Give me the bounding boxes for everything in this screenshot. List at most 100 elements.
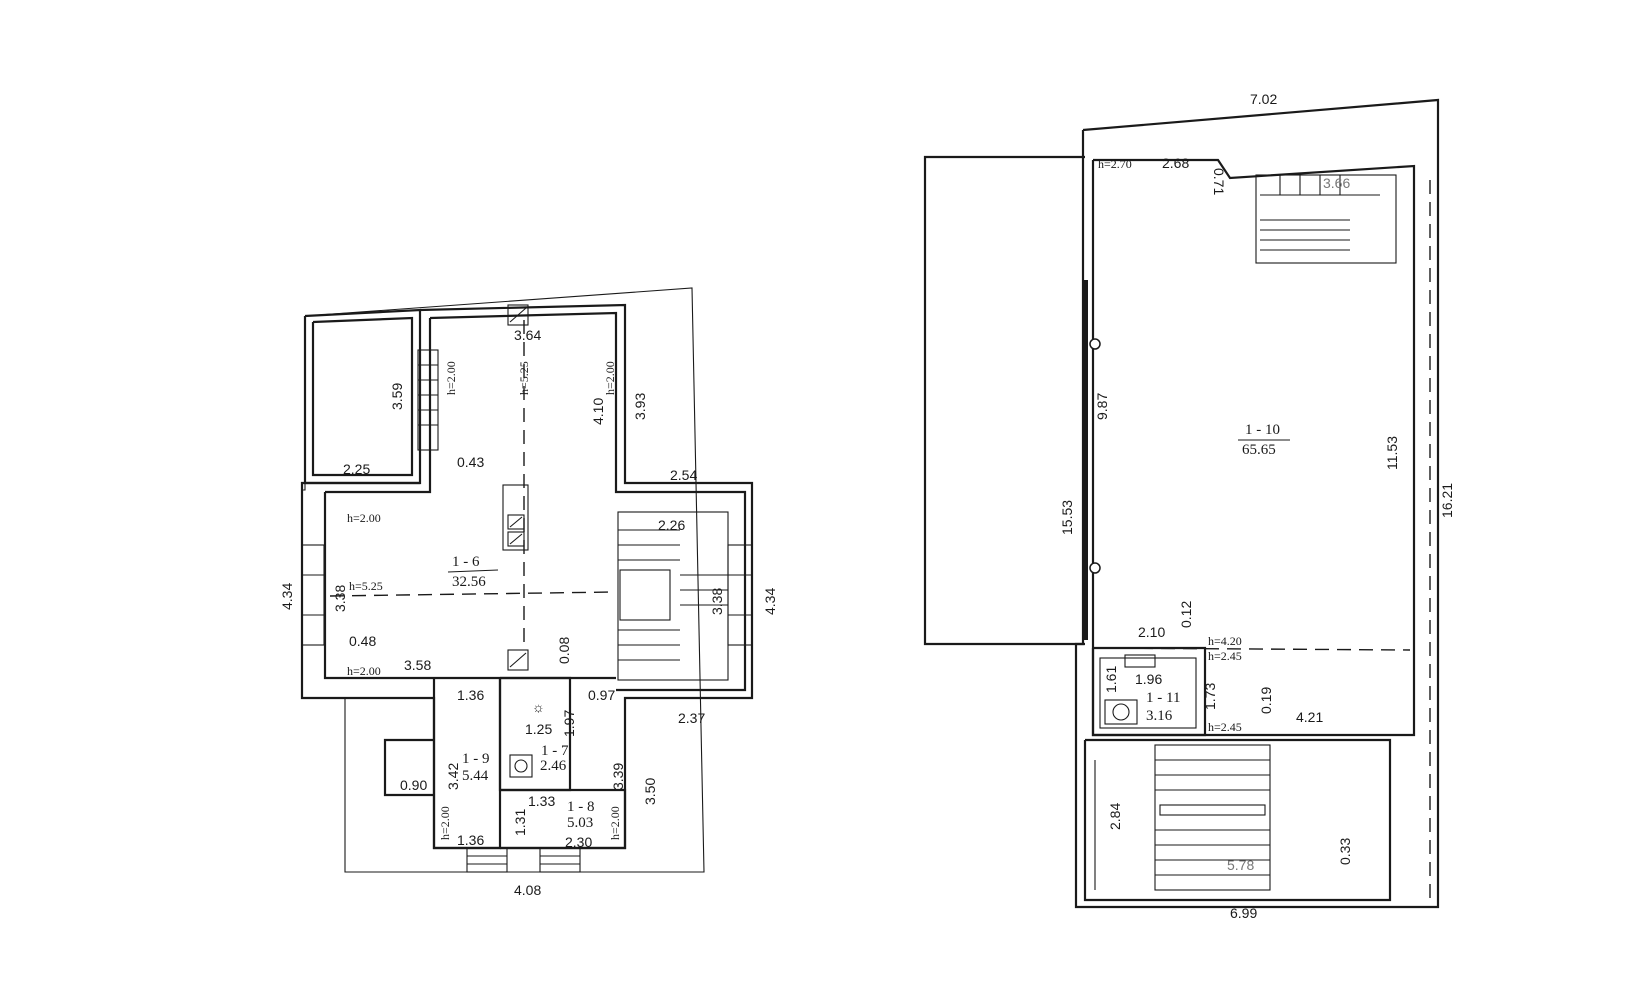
dim-2.54: 2.54 (670, 467, 697, 483)
dim-2.68: 2.68 (1162, 155, 1189, 171)
dim-1.97: 1.97 (561, 710, 577, 737)
dim-3.50: 3.50 (642, 778, 658, 805)
right-plan-column (1089, 338, 1101, 350)
dim-2.25: 2.25 (343, 461, 370, 477)
height-label: h=5.25 (517, 361, 531, 395)
dim-1.33: 1.33 (528, 793, 555, 809)
dim-0.90: 0.90 (400, 777, 427, 793)
dim-2.26: 2.26 (658, 517, 685, 533)
dim-1.73: 1.73 (1202, 683, 1218, 710)
dim-2.37: 2.37 (678, 710, 705, 726)
right-floor-plan: 1 - 10 65.65 1 - 11 3.16 7.02 2.68 0.71 … (923, 91, 1455, 921)
dim-1.36-top: 1.36 (457, 687, 484, 703)
right-plan-south-stair (1094, 744, 1271, 891)
room-1-10-id: 1 - 10 (1245, 422, 1280, 438)
dim-2.84: 2.84 (1107, 803, 1123, 830)
right-plan-west-annex (923, 155, 1085, 646)
dim-1.36-bottom: 1.36 (457, 832, 484, 848)
dim-3.42: 3.42 (445, 763, 461, 790)
dim-0.71: 0.71 (1211, 168, 1227, 195)
room-1-11-area: 3.16 (1146, 708, 1173, 724)
light-fixture-icon: ☼ (532, 699, 545, 715)
dim-4.08: 4.08 (514, 882, 541, 898)
room-1-6-area: 32.56 (452, 574, 486, 590)
dim-3.66: 3.66 (1323, 175, 1350, 191)
height-label: h=5.25 (349, 579, 383, 593)
right-plan-outer-wall (1074, 98, 1440, 909)
dim-4.34-right: 4.34 (762, 588, 778, 615)
dim-16.21: 16.21 (1439, 483, 1455, 518)
left-plan-stair-well (619, 569, 671, 621)
dim-2.10: 2.10 (1138, 624, 1165, 640)
dim-4.21: 4.21 (1296, 709, 1323, 725)
left-plan-toilet (509, 754, 533, 778)
dim-1.96: 1.96 (1135, 671, 1162, 687)
height-label: h=2.00 (438, 806, 452, 840)
height-label: h=2.45 (1208, 649, 1242, 663)
dim-3.58: 3.58 (404, 657, 431, 673)
dim-6.99: 6.99 (1230, 905, 1257, 921)
right-plan-stair-room-wall (1083, 738, 1392, 902)
dim-3.38-right: 3.38 (709, 588, 725, 615)
dim-4.34-left: 4.34 (279, 583, 295, 610)
height-label: h=2.00 (347, 511, 381, 525)
dim-0.12: 0.12 (1178, 601, 1194, 628)
room-1-8-id: 1 - 8 (567, 799, 595, 815)
room-1-8-area: 5.03 (567, 815, 593, 831)
height-label: h=2.00 (347, 664, 381, 678)
dim-1.31: 1.31 (512, 809, 528, 836)
height-label: h=2.00 (444, 361, 458, 395)
dim-2.30: 2.30 (565, 834, 592, 850)
room-1-6-divider (447, 569, 499, 573)
height-label: h=2.70 (1098, 157, 1132, 171)
left-plan-window-west (301, 544, 325, 646)
room-1-7-id: 1 - 7 (541, 743, 569, 759)
dim-0.08: 0.08 (556, 637, 572, 664)
height-label: h=4.20 (1208, 634, 1242, 648)
room-1-9-id: 1 - 9 (462, 751, 490, 767)
room-1-6-id: 1 - 6 (452, 554, 480, 570)
dim-3.38-left: 3.38 (332, 585, 348, 612)
height-label: h=2.00 (608, 806, 622, 840)
dim-3.64: 3.64 (514, 327, 541, 343)
right-plan-room-1-11-inner (1099, 657, 1197, 729)
right-plan-column (1089, 562, 1101, 574)
dim-0.43: 0.43 (457, 454, 484, 470)
left-plan-toilet-bowl (514, 759, 528, 773)
left-plan-main-wall (300, 303, 754, 850)
dim-7.02: 7.02 (1250, 91, 1277, 107)
dim-0.19: 0.19 (1258, 687, 1274, 714)
left-plan-stair-treads (618, 529, 728, 661)
dim-15.53: 15.53 (1059, 500, 1075, 535)
left-plan-main-inner-left (325, 318, 432, 494)
dim-1.61: 1.61 (1103, 666, 1119, 693)
dim-1.25: 1.25 (525, 721, 552, 737)
room-1-9-area: 5.44 (462, 768, 489, 784)
room-1-10-area: 65.65 (1242, 442, 1276, 458)
height-label: h=2.45 (1208, 720, 1242, 734)
right-plan-room-1-11-wall (1091, 646, 1207, 737)
left-plan-main-inner-top (429, 311, 747, 692)
dim-3.93: 3.93 (632, 393, 648, 420)
left-plan-axis-horizontal (329, 591, 616, 597)
dim-0.33: 0.33 (1337, 838, 1353, 865)
dim-3.39: 3.39 (610, 763, 626, 790)
left-plan-entrance-steps (466, 847, 581, 873)
dim-0.97: 0.97 (588, 687, 615, 703)
left-plan-window-east (727, 544, 753, 646)
dim-4.10: 4.10 (590, 398, 606, 425)
left-plan-north-stair (417, 349, 439, 451)
dim-5.78: 5.78 (1227, 857, 1254, 873)
right-plan-north-stair (1255, 174, 1397, 264)
right-plan-sink (1124, 654, 1156, 668)
right-plan-toilet (1104, 699, 1138, 725)
room-1-7-area: 2.46 (540, 758, 567, 774)
left-plan-nw-room-inner (311, 316, 414, 477)
dim-0.48: 0.48 (349, 633, 376, 649)
room-1-11-id: 1 - 11 (1146, 690, 1180, 706)
left-plan-bay-wall (383, 738, 434, 797)
left-plan-vent-boxes (502, 304, 529, 671)
left-floor-plan: ☼ 1 - 6 32.56 1 - 7 2.46 1 - 8 5.03 1 - … (279, 287, 778, 898)
dim-9.87: 9.87 (1094, 393, 1110, 420)
dim-3.59: 3.59 (389, 383, 405, 410)
